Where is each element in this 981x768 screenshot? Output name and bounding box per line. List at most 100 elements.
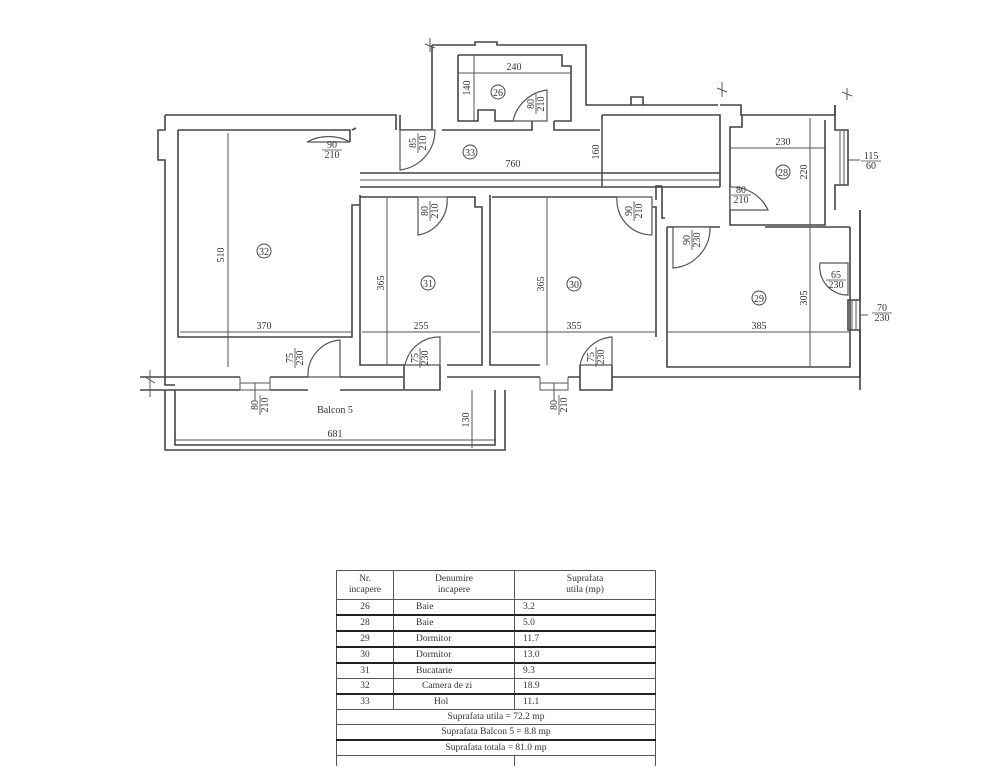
dim-29-width: 385 bbox=[752, 321, 767, 332]
cell-area: 3.2 bbox=[514, 599, 656, 616]
cell-name: Bucatarie bbox=[393, 662, 515, 679]
header-text: Nr. bbox=[359, 574, 371, 584]
cell-area: 11.7 bbox=[514, 630, 656, 648]
cell-area: 18.9 bbox=[514, 678, 656, 695]
opening-top: 75 bbox=[285, 353, 296, 363]
cell-name: Baie bbox=[393, 614, 515, 632]
dim-balcony-width: 681 bbox=[328, 429, 343, 440]
table-footer-row bbox=[336, 755, 656, 766]
room-31-label: 31 bbox=[423, 279, 433, 290]
header-nr: Nr.incapere bbox=[336, 570, 394, 600]
cell-nr: 32 bbox=[336, 678, 394, 695]
room-33-label: 33 bbox=[465, 148, 475, 159]
cell-name: Baie bbox=[393, 599, 515, 616]
floor-plan: 32 31 30 29 28 26 33 Balcon 5 510 370 36… bbox=[140, 38, 892, 451]
dim-31-width: 255 bbox=[414, 321, 429, 332]
opening-bottom: 210 bbox=[734, 195, 749, 206]
opening-bottom: 210 bbox=[634, 204, 645, 219]
opening-bottom: 230 bbox=[596, 350, 607, 365]
dim-30-height: 365 bbox=[536, 277, 547, 292]
opening-bottom: 210 bbox=[536, 97, 547, 112]
opening-top: 65 bbox=[831, 270, 841, 281]
opening-top: 90 bbox=[682, 235, 693, 245]
header-text: Suprafata bbox=[566, 574, 604, 584]
opening-top: 80 bbox=[549, 400, 560, 410]
opening-bottom: 230 bbox=[875, 313, 890, 324]
header-text: incapere bbox=[348, 585, 382, 595]
cell-name: Dormitor bbox=[393, 630, 515, 648]
summary-row-balcon: Suprafata Balcon 5 = 8.8 mp bbox=[336, 724, 656, 741]
footer-cell bbox=[514, 755, 656, 766]
opening-bottom: 210 bbox=[418, 136, 429, 151]
opening-top: 75 bbox=[410, 353, 421, 363]
dim-31-height: 365 bbox=[376, 276, 387, 291]
summary-balcon: Suprafata Balcon 5 = 8.8 mp bbox=[336, 724, 656, 741]
opening-bottom: 210 bbox=[430, 204, 441, 219]
cell-area: 13.0 bbox=[514, 646, 656, 664]
dim-26-width: 240 bbox=[507, 62, 522, 73]
opening-top: 90 bbox=[327, 140, 337, 151]
opening-bottom: 230 bbox=[829, 280, 844, 291]
cell-name: Dormitor bbox=[393, 646, 515, 664]
cell-name: Camera de zi bbox=[393, 678, 515, 695]
summary-row-util: Suprafata utila = 72.2 mp bbox=[336, 709, 656, 725]
dimension-labels: 510 370 365 255 365 355 385 305 760 160 … bbox=[216, 62, 810, 440]
summary-util: Suprafata utila = 72.2 mp bbox=[336, 709, 656, 725]
opening-bottom: 210 bbox=[260, 398, 271, 413]
cell-area: 11.1 bbox=[514, 693, 656, 710]
opening-bottom: 230 bbox=[295, 351, 306, 366]
dim-hall-height: 160 bbox=[591, 145, 602, 160]
dim-balcony-height: 130 bbox=[461, 413, 472, 428]
room-29-label: 29 bbox=[754, 294, 764, 305]
opening-labels: 90 210 85 210 80 210 80 210 90 210 80 21… bbox=[250, 94, 892, 415]
opening-bottom: 210 bbox=[559, 398, 570, 413]
opening-top: 85 bbox=[408, 138, 419, 148]
dimension-lines bbox=[175, 55, 850, 448]
cell-nr: 31 bbox=[336, 662, 394, 679]
opening-bottom: 230 bbox=[692, 233, 703, 248]
dim-32-width: 370 bbox=[257, 321, 272, 332]
opening-top: 80 bbox=[526, 99, 537, 109]
cell-area: 9.3 bbox=[514, 662, 656, 679]
walls bbox=[140, 38, 861, 451]
opening-bottom: 230 bbox=[420, 351, 431, 366]
dim-hall-width: 760 bbox=[506, 159, 521, 170]
header-text: Denumire bbox=[435, 574, 473, 584]
room-32-label: 32 bbox=[259, 247, 269, 258]
cell-nr: 28 bbox=[336, 614, 394, 632]
balcony-label: Balcon 5 bbox=[317, 405, 353, 416]
dim-30-width: 355 bbox=[567, 321, 582, 332]
room-30-label: 30 bbox=[569, 280, 579, 291]
dim-28-height: 220 bbox=[799, 165, 810, 180]
opening-bottom: 210 bbox=[325, 150, 340, 161]
cell-nr: 33 bbox=[336, 693, 394, 710]
cell-nr: 26 bbox=[336, 599, 394, 616]
opening-top: 90 bbox=[624, 206, 635, 216]
header-text: utila (mp) bbox=[566, 585, 604, 595]
opening-top: 75 bbox=[586, 352, 597, 362]
room-labels: 32 31 30 29 28 26 33 Balcon 5 bbox=[256, 84, 791, 416]
dim-29-height: 305 bbox=[799, 291, 810, 306]
room-28-label: 28 bbox=[778, 168, 788, 179]
summary-row-total: Suprafata totala = 81.0 mp bbox=[336, 739, 656, 756]
opening-top: 80 bbox=[250, 400, 261, 410]
summary-total: Suprafata totala = 81.0 mp bbox=[336, 739, 656, 756]
dim-32-height: 510 bbox=[216, 248, 227, 263]
opening-top: 70 bbox=[877, 303, 887, 314]
cell-name: Hol bbox=[393, 693, 515, 710]
dim-28-width: 230 bbox=[776, 137, 791, 148]
cell-nr: 30 bbox=[336, 646, 394, 664]
cell-area: 5.0 bbox=[514, 614, 656, 632]
door-swings bbox=[239, 89, 868, 400]
opening-top: 115 bbox=[864, 151, 879, 162]
